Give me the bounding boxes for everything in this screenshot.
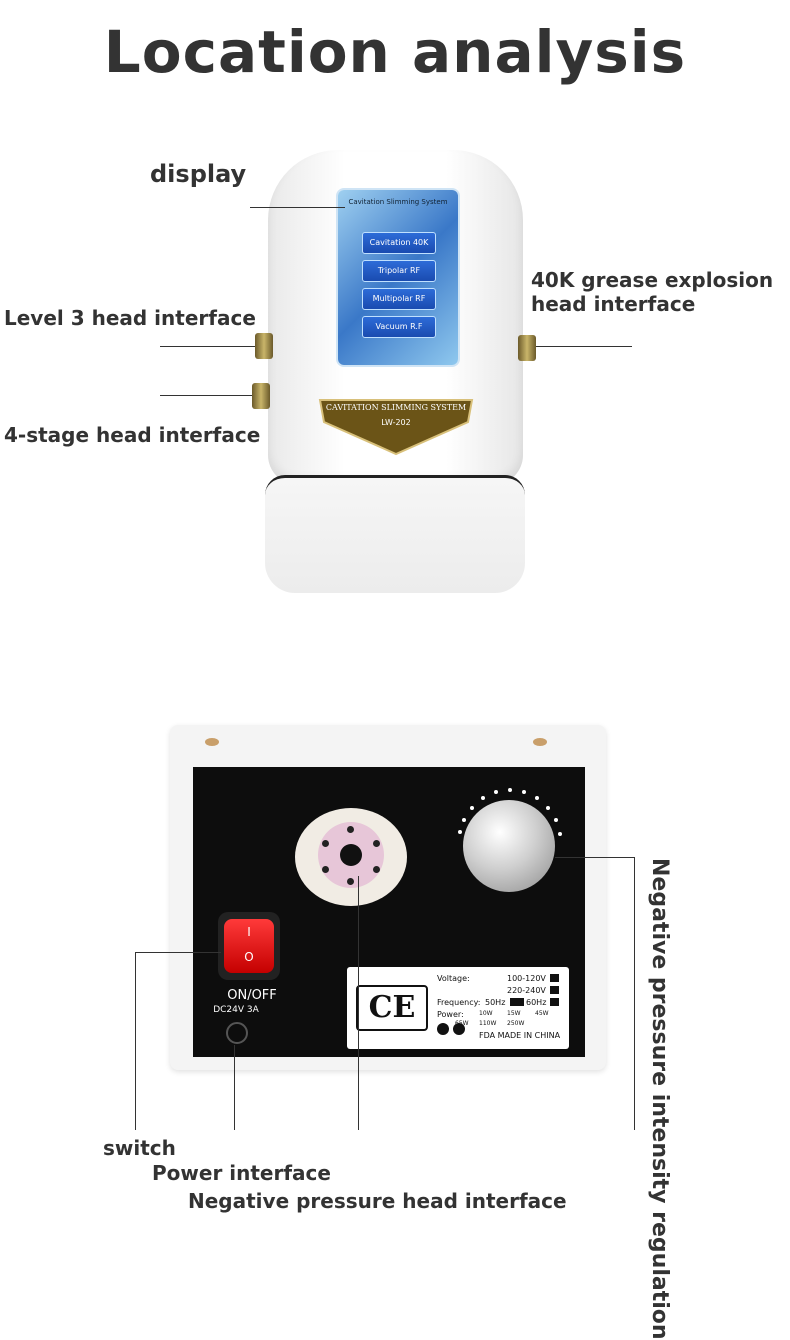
knob-scale-dot: [508, 788, 512, 792]
stage4-port: [252, 383, 270, 409]
leader-knob-h: [555, 857, 635, 858]
socket-center: [340, 844, 362, 866]
screen-title: Cavitation Slimming System: [348, 198, 448, 206]
voltage-2-box: [550, 986, 559, 994]
power-switch[interactable]: [224, 919, 274, 973]
voltage-label: Voltage:: [437, 974, 470, 983]
leader-neg-head: [358, 876, 359, 1130]
power-45w: 45W: [535, 1010, 549, 1017]
voltage-1-box: [550, 974, 559, 982]
level3-port: [255, 333, 273, 359]
knob-scale-dot: [462, 818, 466, 822]
power-15w: 15W: [507, 1010, 521, 1017]
screw-hole-left: [205, 738, 219, 746]
label-grease-line2: head interface: [531, 292, 696, 316]
device-badge: [318, 399, 474, 456]
page-title: Location analysis: [103, 18, 687, 86]
power-110w: 110W: [479, 1020, 497, 1027]
socket-pin: [373, 866, 380, 873]
label-negative-pressure-regulation: Negative pressure intensity regulation: [647, 858, 672, 1340]
grease-port: [518, 335, 536, 361]
label-power-interface: Power interface: [152, 1161, 331, 1185]
leader-switch-h: [135, 952, 221, 953]
plate-footer: FDA MADE IN CHINA: [479, 1031, 561, 1040]
ce-mark: CE: [356, 985, 428, 1031]
recycle-icon: [437, 1023, 449, 1035]
power-250w: 250W: [507, 1020, 525, 1027]
leader-display: [250, 207, 345, 208]
screw-hole-right: [533, 738, 547, 746]
power-10w: 10W: [479, 1010, 493, 1017]
badge-line2: LW-202: [381, 418, 411, 427]
knob-scale-dot: [481, 796, 485, 800]
freq-50-box: [510, 998, 524, 1006]
socket-pin: [322, 866, 329, 873]
label-switch: switch: [103, 1136, 176, 1160]
leader-stage4: [160, 395, 252, 396]
device-front-base: [265, 475, 525, 593]
switch-on-symbol: I: [247, 925, 251, 939]
knob-scale-dot: [554, 818, 558, 822]
switch-off-symbol: O: [244, 950, 254, 964]
power-jack[interactable]: [226, 1022, 248, 1044]
screen-button-cavitation: Cavitation 40K: [362, 232, 436, 254]
spec-plate: CE Voltage: 100-120V 220-240V Frequency:…: [347, 967, 569, 1049]
knob-scale-dot: [522, 790, 526, 794]
socket-pin: [347, 826, 354, 833]
screen-button-tripolar: Tripolar RF: [362, 260, 436, 282]
socket-pin: [373, 840, 380, 847]
device-display-screen: Cavitation Slimming System Cavitation 40…: [338, 190, 458, 365]
leader-level3: [160, 346, 255, 347]
switch-label: ON/OFF: [227, 988, 277, 1003]
freq-50: 50Hz: [485, 998, 506, 1007]
label-negative-pressure-head: Negative pressure head interface: [188, 1189, 567, 1213]
leader-knob-v: [634, 857, 635, 1130]
freq-60: 60Hz: [526, 998, 547, 1007]
socket-pin: [347, 878, 354, 885]
freq-60-box: [550, 998, 559, 1006]
socket-pin: [322, 840, 329, 847]
badge-line1: CAVITATION SLIMMING SYSTEM: [325, 403, 467, 412]
intensity-knob[interactable]: [463, 800, 555, 892]
leader-grease: [536, 346, 632, 347]
label-stage4: 4-stage head interface: [4, 423, 261, 447]
knob-scale-dot: [470, 806, 474, 810]
power-label: Power:: [437, 1010, 464, 1019]
knob-scale-dot: [558, 832, 562, 836]
frequency-label: Frequency:: [437, 998, 481, 1007]
check-icon: [453, 1023, 465, 1035]
knob-scale-dot: [535, 796, 539, 800]
leader-switch-v: [135, 952, 136, 1130]
knob-scale-dot: [458, 830, 462, 834]
voltage-1: 100-120V: [507, 974, 546, 983]
label-level3: Level 3 head interface: [4, 306, 256, 330]
screen-button-vacuum: Vacuum R.F: [362, 316, 436, 338]
knob-scale-dot: [546, 806, 550, 810]
label-grease-line1: 40K grease explosion: [531, 268, 774, 292]
screen-button-multipolar: Multipolar RF: [362, 288, 436, 310]
leader-power: [234, 1045, 235, 1130]
power-rating: DC24V 3A: [213, 1005, 259, 1015]
knob-scale-dot: [494, 790, 498, 794]
label-display: display: [150, 160, 247, 188]
voltage-2: 220-240V: [507, 986, 546, 995]
